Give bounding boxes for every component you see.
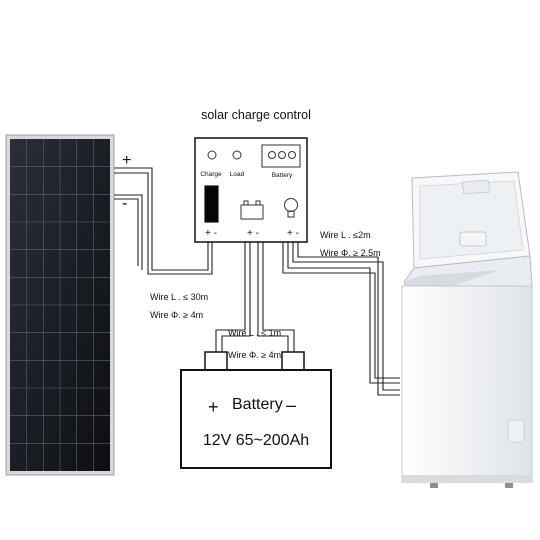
- battery-wire-diameter: Wire Φ. ≥ 4m: [228, 350, 281, 360]
- load-wire-diameter: Wire Φ. ≥ 2.5m: [320, 248, 381, 258]
- battery-terminal-signs: + -: [247, 228, 259, 239]
- load-led-icon: [232, 150, 242, 160]
- chest-freezer: [401, 171, 533, 488]
- load-label: Load: [230, 171, 245, 178]
- charge-controller: [194, 137, 308, 243]
- panel-wire-length: Wire L . ≤ 30m: [150, 292, 208, 302]
- load-wire-length: Wire L . ≤2m: [320, 230, 371, 240]
- battery-led-2-icon: [278, 151, 286, 159]
- bulb-icon: [284, 198, 298, 218]
- battery: [180, 351, 332, 469]
- controller-title: solar charge control: [201, 108, 311, 122]
- battery-positive-terminal: [204, 351, 228, 371]
- solar-input-indicator: [204, 185, 219, 223]
- battery-wire-length: Wire L . ≤ 1m: [228, 328, 281, 338]
- panel-plus-sign: +: [122, 152, 131, 169]
- load-terminal-signs: + -: [287, 228, 299, 239]
- battery-plus-sign: +: [208, 397, 219, 417]
- wires: [114, 167, 400, 396]
- battery-indicator-box: [261, 144, 301, 168]
- battery-led-3-icon: [288, 151, 296, 159]
- solar-terminal-signs: + -: [205, 228, 217, 239]
- charge-label: Charge: [200, 171, 222, 178]
- battery-led-1-icon: [268, 151, 276, 159]
- solar-panel: [5, 134, 115, 476]
- charge-led-icon: [207, 150, 217, 160]
- battery-label: Battery: [272, 172, 293, 179]
- freezer-handle: [459, 231, 487, 247]
- panel-wire-diameter: Wire Φ. ≥ 4m: [150, 310, 203, 320]
- battery-spec: 12V 65~200Ah: [203, 432, 309, 449]
- battery-name: Battery: [232, 396, 283, 413]
- battery-minus-sign: –: [286, 395, 296, 415]
- panel-minus-sign: -: [122, 195, 127, 212]
- battery-icon: [240, 200, 264, 220]
- freezer-control-panel: [507, 419, 525, 443]
- battery-negative-terminal: [281, 351, 305, 371]
